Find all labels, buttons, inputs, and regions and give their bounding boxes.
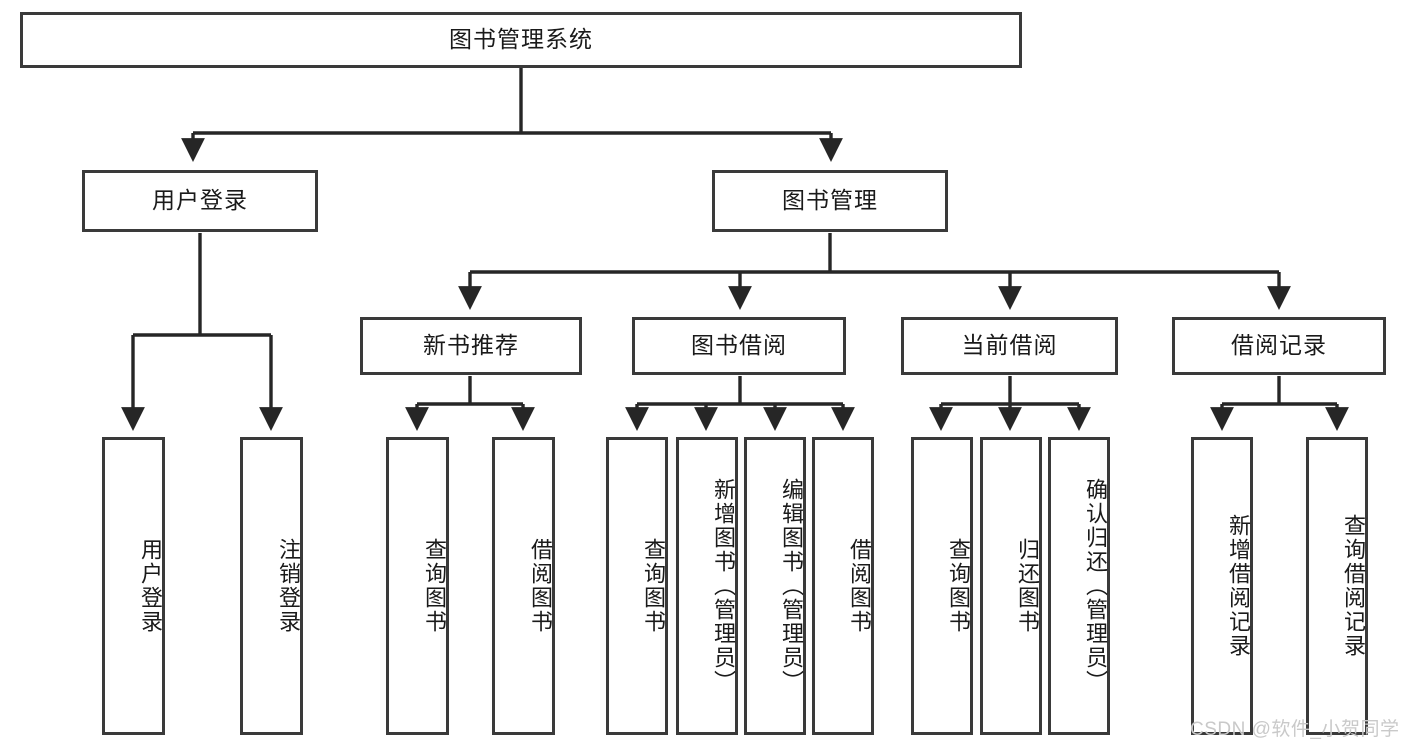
node-label: 用户登录 <box>138 538 163 634</box>
node-label: 借阅图书 <box>847 538 872 634</box>
leaf-new-book-borrow-book[interactable]: 借阅图书 <box>492 437 555 735</box>
node-label: 查询图书 <box>946 538 971 634</box>
leaf-book-borrow-query-book[interactable]: 查询图书 <box>606 437 668 735</box>
node-label: 确认归还（管理员） <box>1083 478 1108 694</box>
leaf-book-borrow-add-book-admin[interactable]: 新增图书（管理员） <box>676 437 738 735</box>
node-label: 归还图书 <box>1015 538 1040 634</box>
node-label: 新增借阅记录 <box>1226 514 1251 658</box>
node-current-borrow[interactable]: 当前借阅 <box>901 317 1118 375</box>
node-label: 借阅记录 <box>1231 332 1327 359</box>
node-root-book-management-system[interactable]: 图书管理系统 <box>20 12 1022 68</box>
leaf-borrow-record-add-record[interactable]: 新增借阅记录 <box>1191 437 1253 735</box>
node-label: 用户登录 <box>152 187 248 214</box>
leaf-book-borrow-borrow-book[interactable]: 借阅图书 <box>812 437 874 735</box>
node-label: 图书借阅 <box>691 332 787 359</box>
leaf-current-borrow-return-book[interactable]: 归还图书 <box>980 437 1042 735</box>
node-label: 图书管理 <box>782 187 878 214</box>
leaf-current-borrow-confirm-return-admin[interactable]: 确认归还（管理员） <box>1048 437 1110 735</box>
node-label: 注销登录 <box>276 538 301 634</box>
node-label: 借阅图书 <box>528 538 553 634</box>
node-label: 查询借阅记录 <box>1341 514 1366 658</box>
csdn-watermark: CSDN @软件_小贺同学 <box>1190 719 1400 740</box>
node-book-management[interactable]: 图书管理 <box>712 170 948 232</box>
leaf-borrow-record-query-record[interactable]: 查询借阅记录 <box>1306 437 1368 735</box>
node-book-borrow[interactable]: 图书借阅 <box>632 317 846 375</box>
node-label: 查询图书 <box>641 538 666 634</box>
leaf-current-borrow-query-book[interactable]: 查询图书 <box>911 437 973 735</box>
leaf-user-login-login[interactable]: 用户登录 <box>102 437 165 735</box>
leaf-user-login-logout[interactable]: 注销登录 <box>240 437 303 735</box>
node-label: 新书推荐 <box>423 332 519 359</box>
node-label: 图书管理系统 <box>449 26 593 53</box>
node-user-login[interactable]: 用户登录 <box>82 170 318 232</box>
node-new-book-recommend[interactable]: 新书推荐 <box>360 317 582 375</box>
node-borrow-record[interactable]: 借阅记录 <box>1172 317 1386 375</box>
node-label: 编辑图书（管理员） <box>779 478 804 694</box>
node-label: 当前借阅 <box>961 332 1058 359</box>
leaf-new-book-query-book[interactable]: 查询图书 <box>386 437 449 735</box>
node-label: 查询图书 <box>422 538 447 634</box>
node-label: 新增图书（管理员） <box>711 478 736 694</box>
leaf-book-borrow-edit-book-admin[interactable]: 编辑图书（管理员） <box>744 437 806 735</box>
